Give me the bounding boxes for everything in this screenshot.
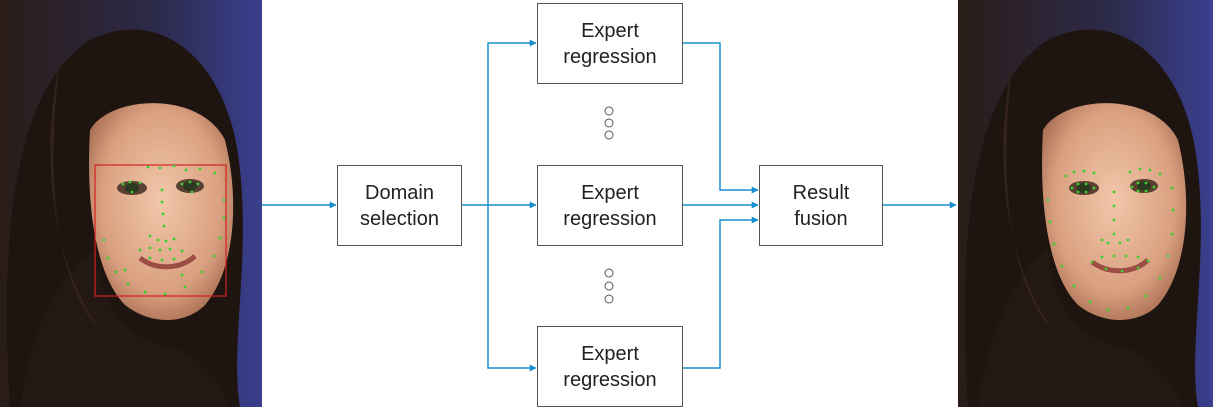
expert-regression-label: Expert regression [563, 19, 657, 68]
expert-regression-label: Expert regression [563, 342, 657, 391]
arrow-domain-to-expert-bottom [487, 205, 537, 372]
expert-regression-box-bottom: Expert regression [537, 326, 683, 407]
arrow-expert-top-to-fusion [682, 42, 759, 194]
expert-regression-label: Expert regression [563, 181, 657, 230]
expert-regression-box-top: Expert regression [537, 3, 683, 84]
face [1042, 103, 1187, 320]
domain-selection-box: Domain selection [337, 165, 462, 246]
domain-selection-label: Domain selection [360, 181, 439, 230]
face-bounding-box [94, 164, 227, 297]
output-face-image [958, 0, 1213, 407]
arrow-domain-to-expert-top [487, 39, 537, 205]
initial-landmarks [102, 164, 226, 296]
result-fusion-label: Result fusion [792, 181, 850, 230]
ellipsis-lower [604, 268, 614, 304]
result-fusion-box: Result fusion [759, 165, 883, 246]
expert-regression-box-middle: Expert regression [537, 165, 683, 246]
input-face-image [0, 0, 262, 407]
face [89, 103, 234, 320]
ellipsis-upper [604, 106, 614, 140]
arrow-expert-bottom-to-fusion [682, 216, 759, 369]
refined-landmarks [1046, 167, 1175, 312]
